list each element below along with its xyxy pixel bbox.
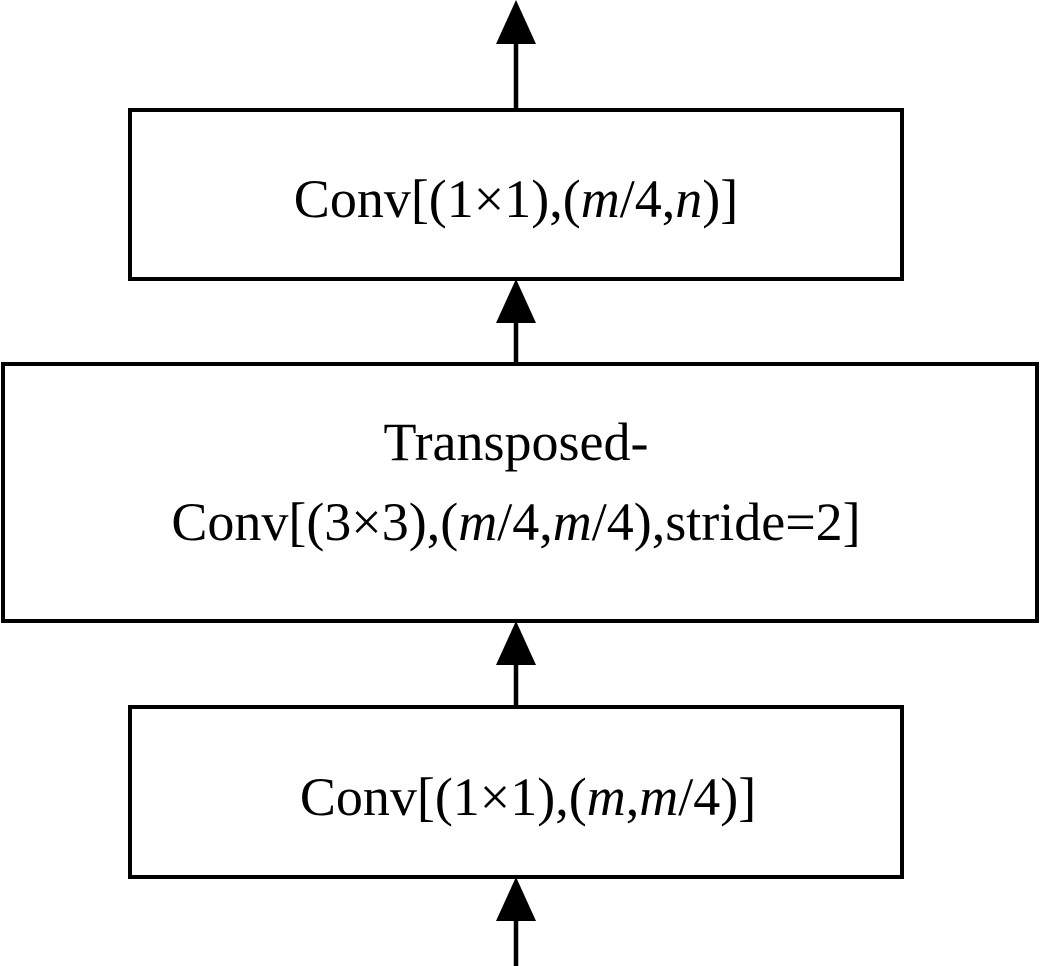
transposed-conv-label-line2: Conv[(3×3),(m/4,m/4),stride=2] xyxy=(171,492,860,552)
input-arrow-head xyxy=(496,877,536,921)
bottom-to-middle-arrow-head xyxy=(496,621,536,665)
top-conv-label: Conv[(1×1),(m/4,n)] xyxy=(294,169,738,229)
output-arrow-head xyxy=(496,0,536,44)
bottom-conv-block xyxy=(128,705,904,879)
bottom-conv-label: Conv[(1×1),(m,m/4)] xyxy=(300,767,756,827)
middle-to-top-arrow-head xyxy=(496,279,536,323)
transposed-conv-label-line1: Transposed- xyxy=(383,412,648,472)
transposed-conv-block xyxy=(1,362,1039,623)
